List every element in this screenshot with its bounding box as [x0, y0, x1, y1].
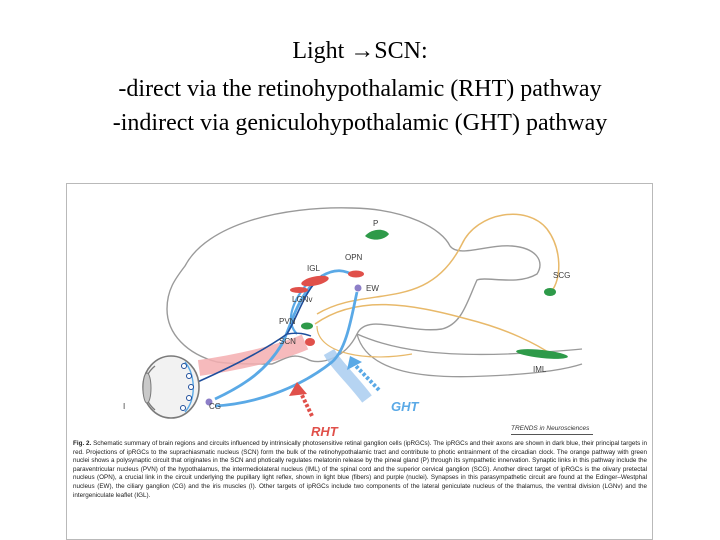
label-scg: SCG	[553, 271, 570, 280]
caption-text: Schematic summary of brain regions and c…	[73, 440, 647, 499]
pineal-nucleus	[365, 229, 389, 240]
opn-nucleus	[348, 270, 364, 278]
ew-nucleus	[354, 284, 362, 292]
iprgc-axons	[192, 275, 323, 385]
label-lgnv: LGNv	[292, 295, 312, 304]
label-iml: IML	[533, 365, 547, 374]
melatonin-pathway	[314, 213, 560, 357]
rht-light-beam	[197, 334, 309, 376]
ght-light-beam	[323, 348, 372, 403]
spinal-cord	[356, 333, 583, 378]
slide-line-indirect: -indirect via geniculohypothalamic (GHT)…	[112, 110, 608, 136]
brain-diagram: P OPN IGL LGNv EW PVN SCN SCG IML CG I G…	[123, 207, 583, 439]
caption-title: Fig. 2.	[73, 440, 92, 447]
label-pvn: PVN	[279, 317, 296, 326]
slide-title: Light →SCN:	[292, 38, 428, 64]
label-cg: CG	[209, 402, 221, 411]
lgn-nucleus	[290, 287, 308, 293]
label-ew: EW	[366, 284, 379, 293]
scn-nucleus	[305, 338, 315, 346]
cg-nucleus	[205, 398, 213, 406]
label-rht: RHT	[311, 424, 339, 439]
brain-outline	[166, 207, 541, 365]
scg-nucleus	[544, 288, 556, 296]
melatonin-pathway-return	[316, 325, 413, 358]
igl-nucleus	[301, 275, 329, 287]
label-scn: SCN	[279, 337, 296, 346]
figure-credit: TRENDS in Neurosciences	[511, 425, 590, 432]
eye-icon	[142, 355, 200, 419]
pvn-nucleus	[301, 322, 313, 330]
label-opn: OPN	[345, 253, 363, 262]
label-i: I	[123, 402, 125, 411]
label-p: P	[373, 219, 378, 228]
rht-arrow-icon	[289, 382, 314, 417]
brain-circuit-figure: P OPN IGL LGNv EW PVN SCN SCG IML CG I G…	[66, 183, 653, 540]
ght-arrow-icon	[347, 356, 381, 392]
iml-nucleus	[516, 349, 568, 359]
label-ght: GHT	[391, 399, 420, 414]
credit-divider	[511, 434, 593, 435]
iprgc-axons-2	[286, 332, 312, 337]
label-igl: IGL	[307, 264, 320, 273]
figure-caption: Fig. 2. Schematic summary of brain regio…	[73, 440, 647, 500]
slide-line-direct: -direct via the retinohypothalamic (RHT)…	[118, 76, 602, 102]
pupillary-pathway	[214, 269, 359, 408]
